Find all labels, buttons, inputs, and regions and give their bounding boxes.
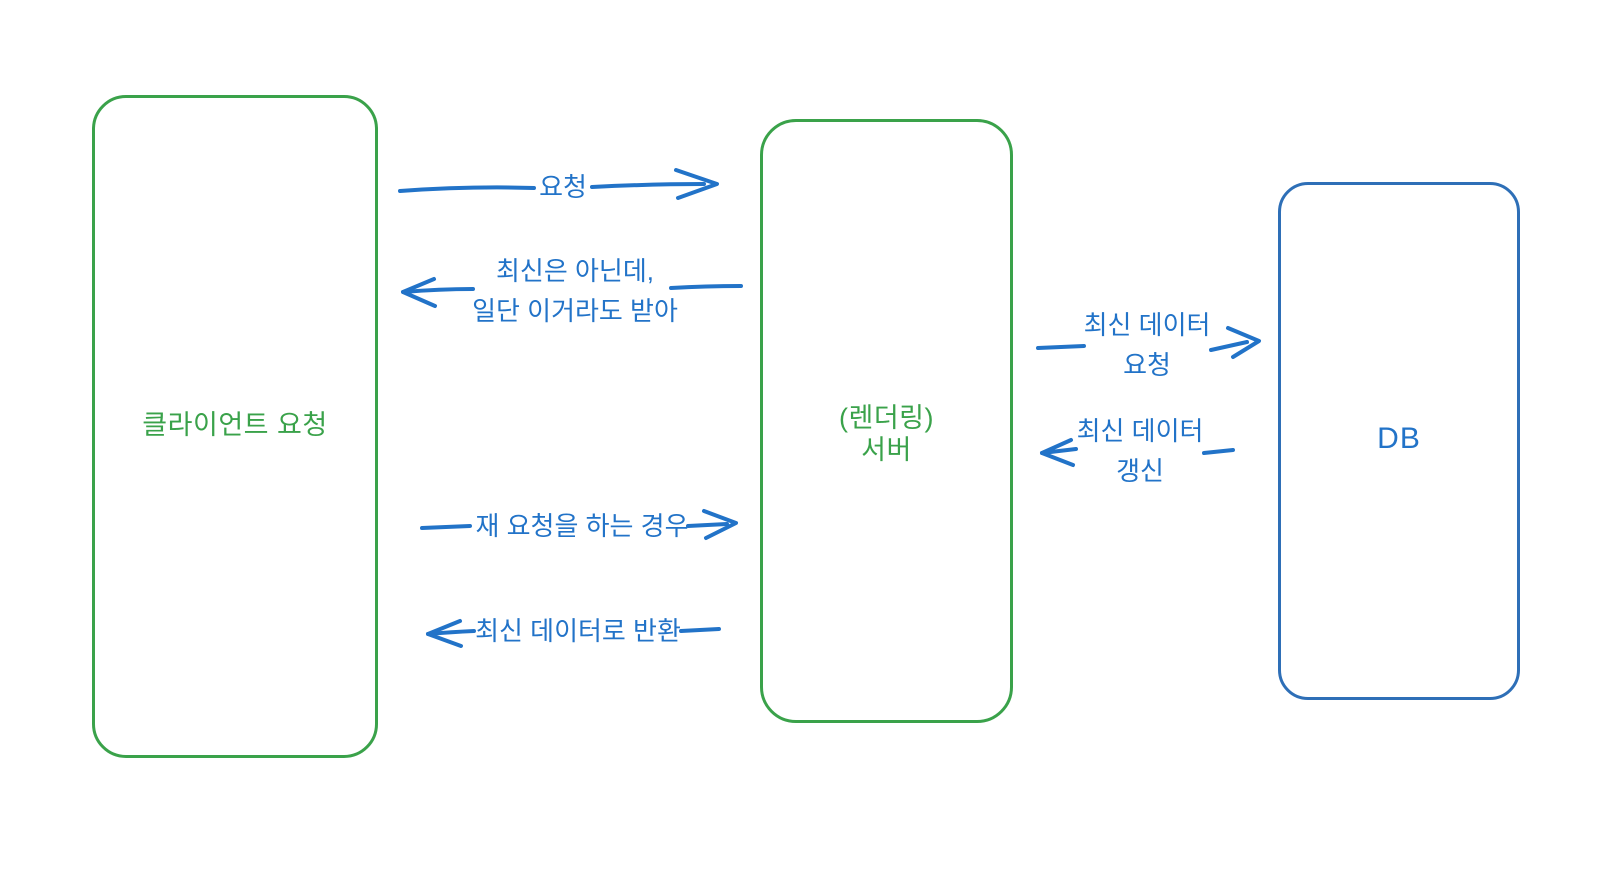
arrow-stale-response-tail — [669, 284, 743, 290]
server-box-label-line1: (렌더링) — [838, 403, 934, 433]
arrow-latest-request-shaft — [1209, 340, 1249, 352]
arrow-latest-refresh-label-line1: 최신 데이터 — [1076, 416, 1204, 446]
arrow-fresh-return-shaft — [426, 629, 476, 636]
client-box: 클라이언트 요청 — [92, 95, 378, 758]
arrow-stale-response-label: 최신은 아닌데, 일단 이거라도 받아 — [472, 251, 678, 331]
arrow-latest-request-label: 최신 데이터 요청 — [1084, 305, 1211, 385]
db-box-label: DB — [1377, 422, 1421, 455]
arrow-latest-request-label-line2: 요청 — [1123, 350, 1171, 380]
arrow-latest-refresh-label-line2: 갱신 — [1116, 456, 1164, 486]
arrow-latest-request-label-line1: 최신 데이터 — [1083, 310, 1211, 340]
arrow-request-head-icon — [674, 168, 719, 200]
arrow-request-shaft-left — [398, 185, 536, 193]
arrow-stale-response-shaft — [401, 287, 475, 294]
arrow-re-request-label: 재 요청을 하는 경우 — [475, 511, 689, 541]
arrow-stale-response-label-line1: 최신은 아닌데, — [496, 256, 654, 286]
arrow-request-shaft-right — [590, 182, 706, 189]
db-box: DB — [1278, 182, 1520, 700]
arrow-fresh-return-tail — [679, 627, 721, 633]
arrow-latest-request-head-icon — [1226, 326, 1261, 359]
arrow-stale-response-label-line2: 일단 이거라도 받아 — [472, 296, 678, 326]
arrow-latest-refresh-label: 최신 데이터 갱신 — [1077, 411, 1204, 491]
arrow-latest-refresh-head-icon — [1040, 438, 1075, 467]
arrow-fresh-return-label: 최신 데이터로 반환 — [475, 616, 681, 646]
server-box-label: (렌더링) 서버 — [839, 402, 934, 466]
arrow-latest-request-tail — [1036, 344, 1086, 350]
server-box-label-line2: 서버 — [861, 435, 912, 465]
arrow-fresh-return-head-icon — [426, 619, 463, 648]
arrow-re-request-tail — [420, 524, 472, 530]
arrow-re-request-head-icon — [702, 509, 738, 540]
arrow-re-request-shaft — [686, 522, 729, 528]
arrow-request-label: 요청 — [539, 172, 587, 202]
client-box-label: 클라이언트 요청 — [142, 409, 328, 440]
arrow-stale-response-head-icon — [401, 277, 437, 308]
arrow-latest-refresh-tail — [1202, 448, 1235, 455]
server-box: (렌더링) 서버 — [760, 119, 1013, 723]
arrow-latest-refresh-shaft — [1040, 447, 1078, 455]
